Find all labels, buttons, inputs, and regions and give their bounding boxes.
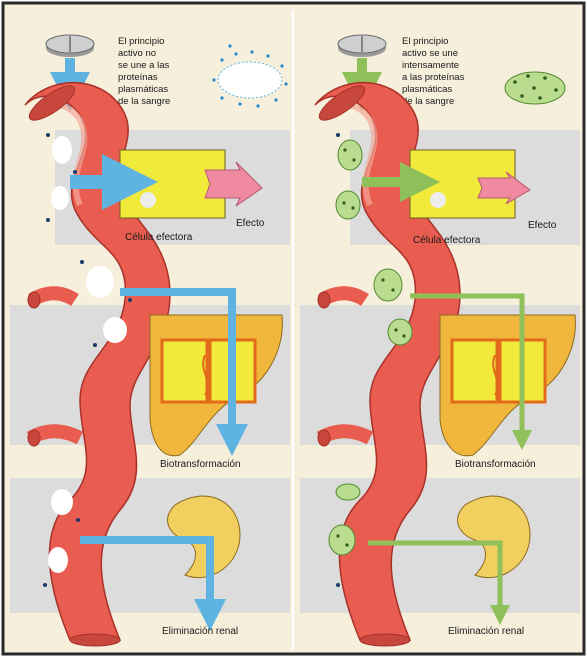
liver-label: Biotransformación	[455, 459, 536, 470]
header-line: activo se une	[402, 48, 458, 59]
header-line: plasmáticas	[402, 84, 452, 95]
tablet-icon	[46, 35, 94, 57]
header-line: de la sangre	[118, 96, 170, 107]
tablet-icon	[338, 35, 386, 57]
liver-cell-pair	[162, 340, 255, 402]
cell-receptor	[140, 192, 156, 208]
header-line: activo no	[118, 48, 156, 59]
header-line: plasmáticas	[118, 84, 168, 95]
kidney-label: Eliminación renal	[162, 626, 238, 637]
header-line: El principio	[118, 36, 164, 47]
liver-label: Biotransformación	[160, 459, 241, 470]
header-line: intensamente	[402, 60, 459, 71]
cell-receptor	[430, 192, 446, 208]
effector-cell	[120, 150, 225, 218]
target-label: Célula efectora	[413, 235, 481, 246]
header-line: a las proteínas	[402, 72, 465, 83]
liver-cell-pair	[452, 340, 545, 402]
kidney-label: Eliminación renal	[448, 626, 524, 637]
target-label: Célula efectora	[125, 232, 193, 243]
effect-label: Efecto	[236, 218, 265, 229]
protein-bound-cloud-icon	[505, 72, 565, 104]
header-line: El principio	[402, 36, 448, 47]
header-line: se une a las	[118, 60, 169, 71]
header-line: proteínas	[118, 72, 158, 83]
effect-label: Efecto	[528, 220, 557, 231]
